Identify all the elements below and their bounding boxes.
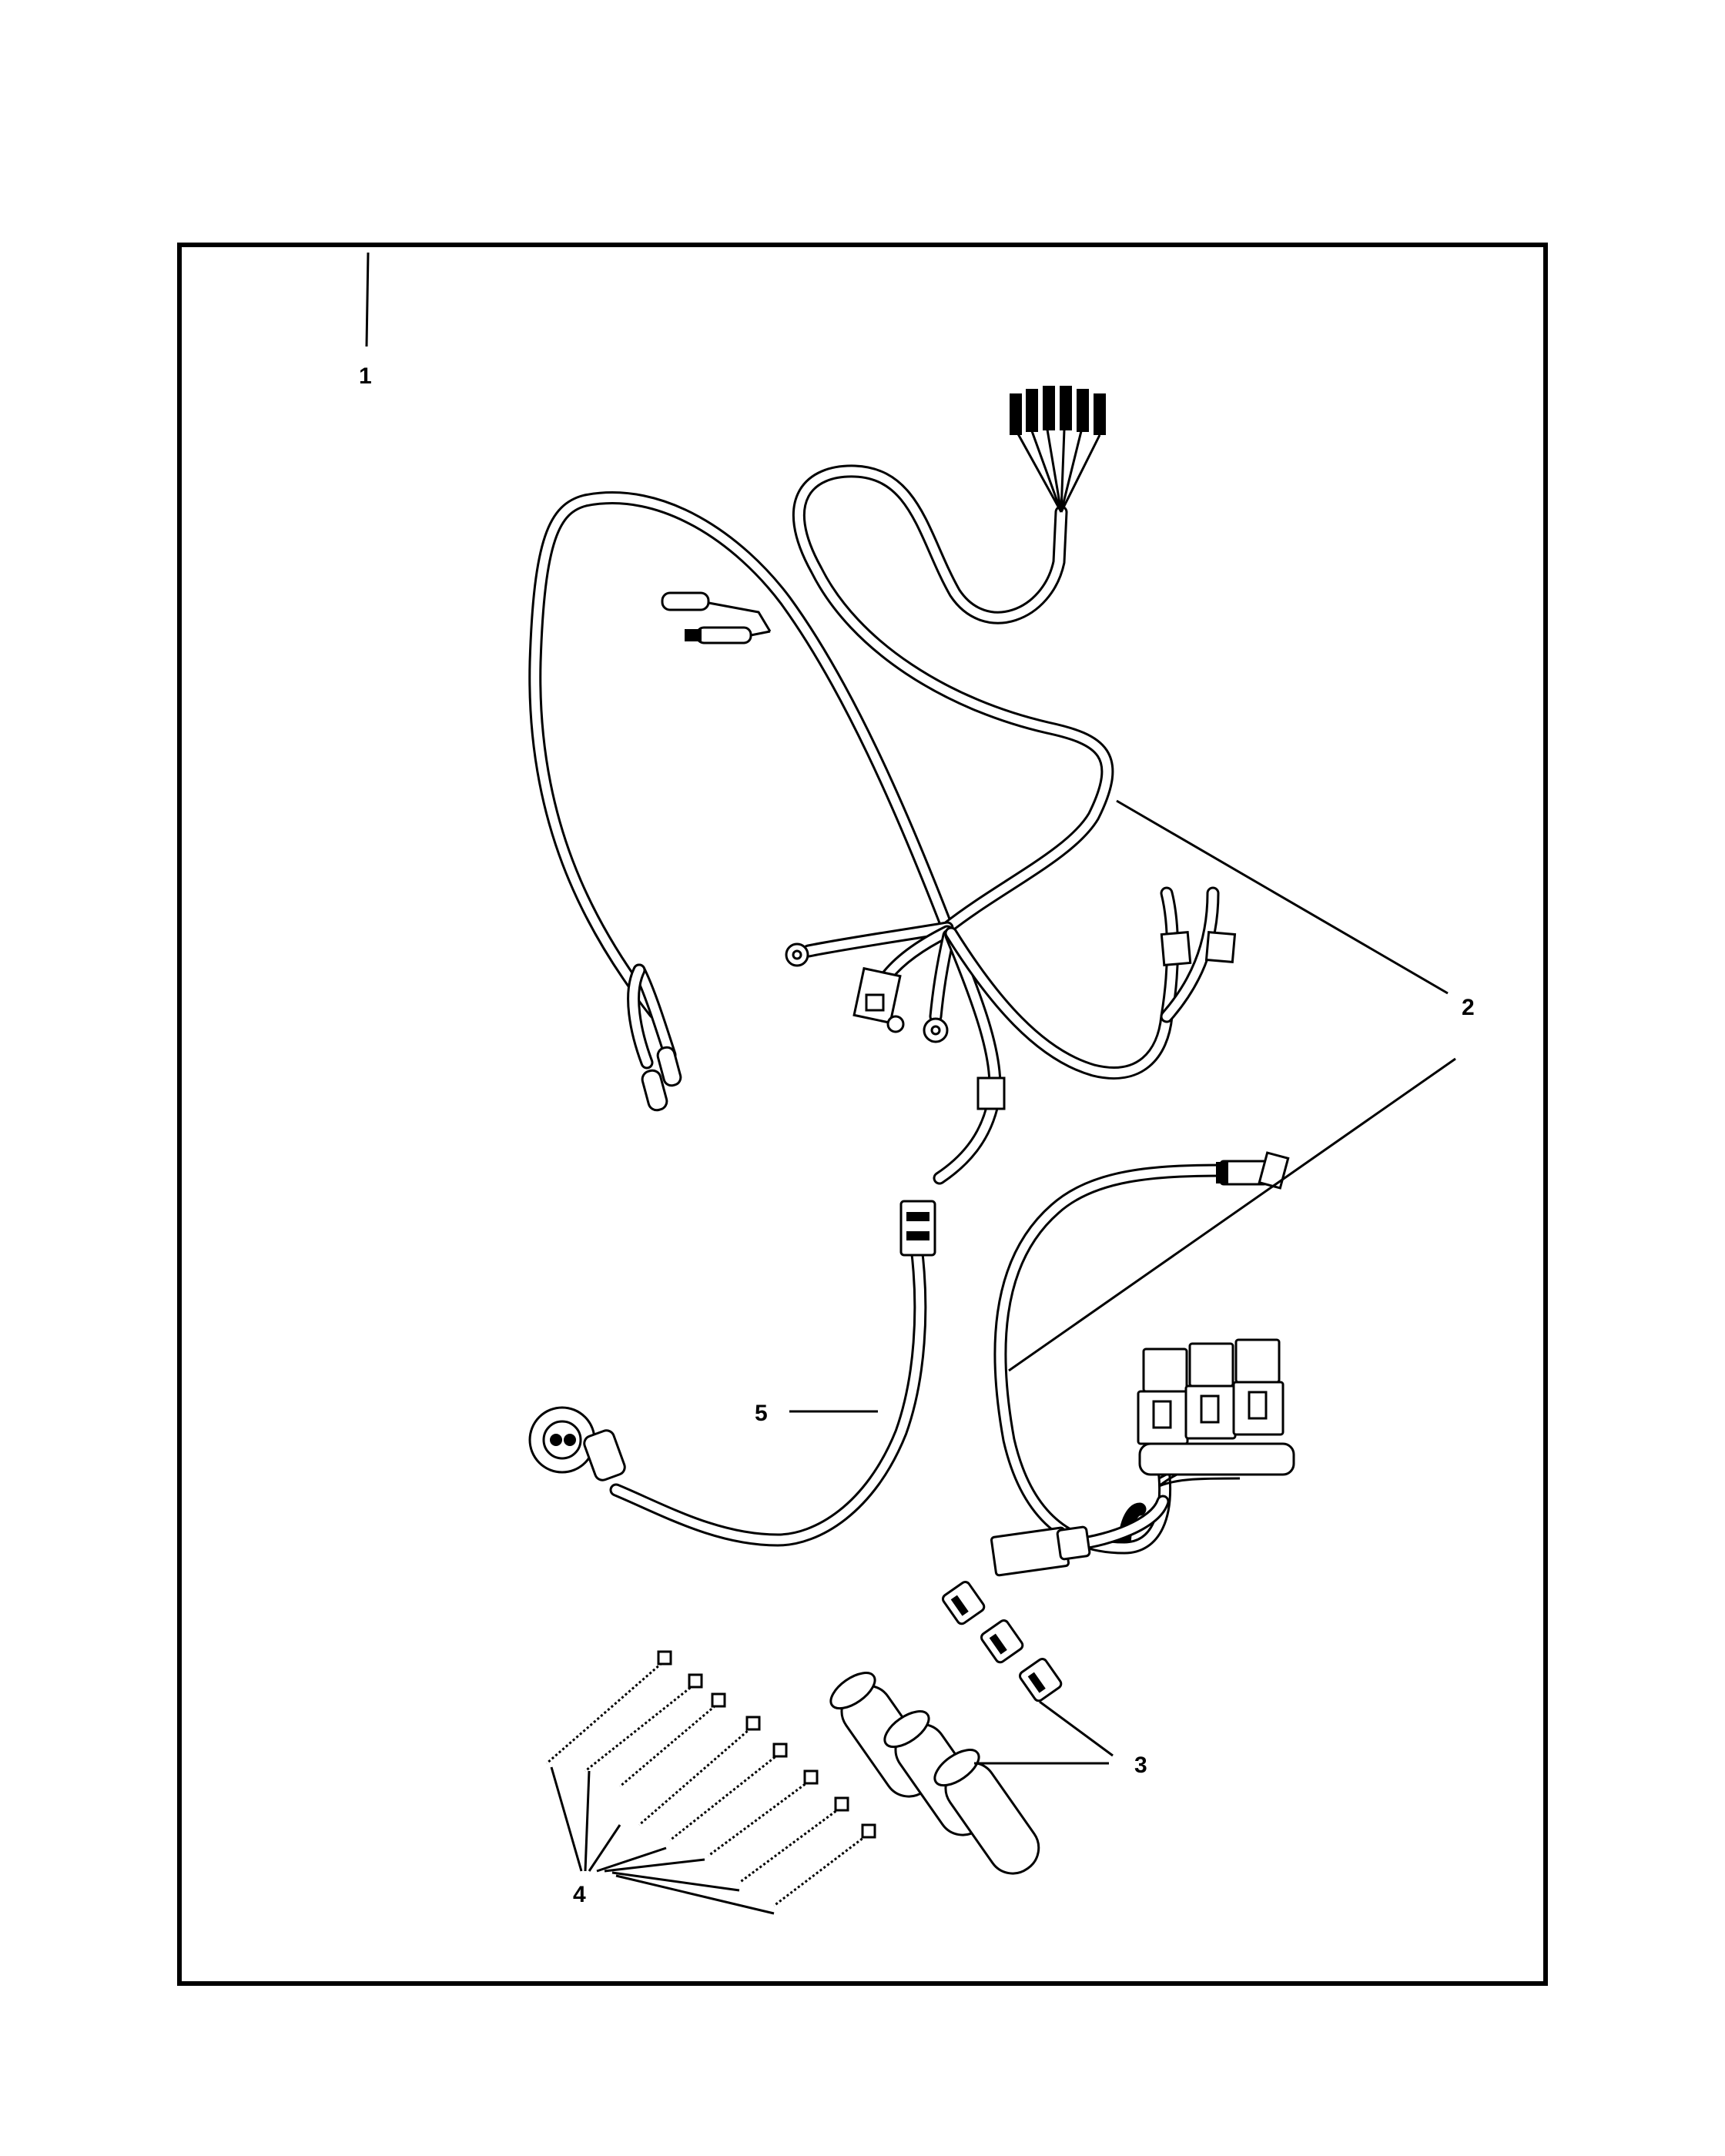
callout-5: 5: [755, 1401, 768, 1426]
six-wire-terminal-bundle: [1010, 386, 1106, 513]
callout-2: 2: [1462, 995, 1475, 1020]
cable-tie: [772, 1823, 876, 1908]
relay-block: [1137, 1338, 1295, 1476]
upper-bullet-terminals: [661, 591, 772, 644]
fuse-holders: [829, 1581, 1063, 1875]
callout-4: 4: [573, 1882, 586, 1907]
cable-tie: [584, 1673, 703, 1773]
ring-terminals: [785, 942, 949, 1043]
cable-tie: [545, 1650, 672, 1766]
cable-ties: [545, 1650, 876, 1908]
cable-tie: [707, 1769, 819, 1858]
callout-1: 1: [359, 363, 372, 389]
cable-tie: [618, 1692, 726, 1789]
cable-tie: [638, 1716, 761, 1827]
callout-labels: 1 2 3 4 5: [359, 363, 1475, 1907]
cable-tie: [738, 1796, 849, 1885]
leader-lines: [365, 252, 1456, 1915]
main-harness: [528, 464, 1220, 1185]
callout-3: 3: [1134, 1753, 1147, 1778]
switch-harness: [528, 1200, 936, 1547]
wire-clips: [976, 930, 1237, 1110]
relay-harness: [990, 1151, 1295, 1577]
diagram-frame: [177, 243, 1548, 1986]
left-lead-terminals: [627, 963, 682, 1112]
cable-tie: [668, 1743, 788, 1843]
